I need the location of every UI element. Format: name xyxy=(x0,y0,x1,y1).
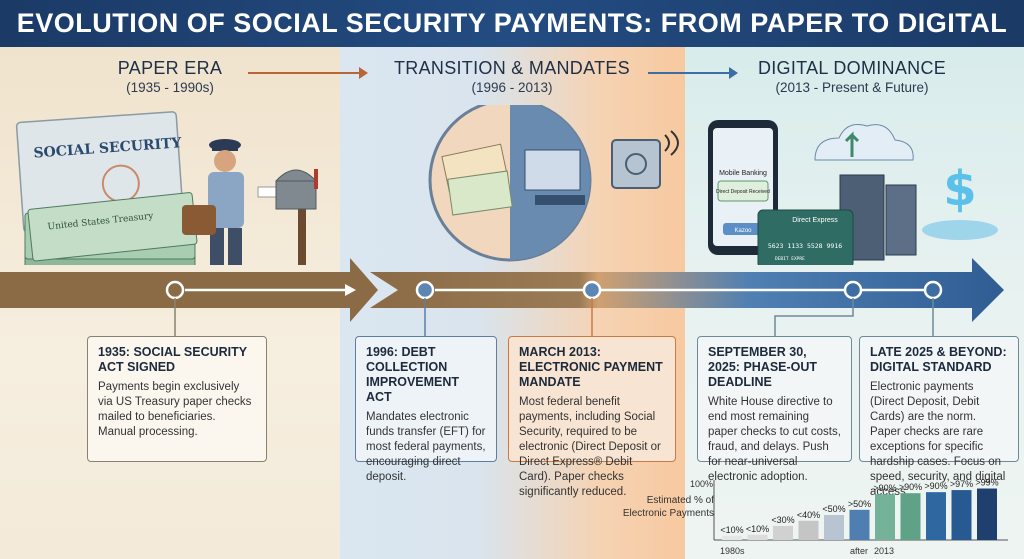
milestone-body: Payments begin exclusively via US Treasu… xyxy=(98,381,252,438)
milestone-card-2025: SEPTEMBER 30, 2025: PHASE-OUT DEADLINE W… xyxy=(697,336,852,483)
milestone-dot-2013 xyxy=(582,280,602,300)
safe-illustration xyxy=(611,130,679,189)
mailbox-illustration xyxy=(275,169,318,265)
cloud-server-illustration xyxy=(814,124,917,261)
social-security-card-illustration: SOCIAL SECURITY xyxy=(15,111,185,233)
chart-bar xyxy=(900,493,921,540)
digital-dollar-icon: $ xyxy=(922,161,998,240)
chart-bar-label: >97% xyxy=(950,479,973,489)
phone-title: Mobile Banking xyxy=(719,170,767,177)
chart-bar-label: <10% xyxy=(746,524,769,534)
milestone-body: Most federal benefit payments, including… xyxy=(519,396,661,498)
debit-brand: Direct Express xyxy=(792,217,838,224)
milestone-dot-1996 xyxy=(415,280,435,300)
chart-bar xyxy=(773,525,793,540)
phone-button: Kazoo xyxy=(734,228,752,234)
chart-bar-label: <50% xyxy=(822,504,845,514)
milestone-dot-beyond xyxy=(923,280,943,300)
electronic-payments-chart: <10%<10%<30%<40%<50%>50%>90%>90%>90%>97%… xyxy=(713,478,1008,556)
chart-bar xyxy=(798,520,819,540)
check-stack-illustration: United States Treasury xyxy=(24,192,198,265)
milestone-heading: LATE 2025 & BEYOND: DIGITAL STANDARD xyxy=(870,345,1007,374)
x-tick-label: after xyxy=(850,546,868,556)
chart-bar xyxy=(849,509,870,540)
era-title-transition: TRANSITION & MANDATES xyxy=(394,58,630,78)
chart-bar-label: <10% xyxy=(720,525,743,535)
era-title-paper: PAPER ERA xyxy=(117,58,223,78)
era-title-digital: DIGITAL DOMINANCE xyxy=(757,58,947,78)
chart-bar xyxy=(824,515,844,540)
mail-carrier-illustration xyxy=(182,139,277,265)
timeline-arrow xyxy=(0,258,1004,322)
milestone-connectors xyxy=(174,298,934,336)
era-range-paper: (1935 - 1990s) xyxy=(126,80,214,95)
chart-bar-label: >90% xyxy=(899,482,922,492)
phone-status: Direct Deposit Received xyxy=(716,189,770,195)
milestone-card-1996: 1996: DEBT COLLECTION IMPROVEMENT ACT Ma… xyxy=(355,336,497,483)
chart-bar-label: >90% xyxy=(924,481,947,491)
debit-name: DEBIT EXPRE xyxy=(775,256,805,262)
debit-card-illustration: Direct Express 5623 1133 5528 9916 DEBIT… xyxy=(757,209,854,265)
milestone-card-1935: 1935: SOCIAL SECURITY ACT SIGNED Payment… xyxy=(87,336,267,462)
chart-bar xyxy=(926,492,946,540)
era-arrow-2 xyxy=(648,67,738,79)
era-range-digital: (2013 - Present & Future) xyxy=(775,80,929,95)
chart-bar xyxy=(951,490,972,540)
paper-to-computer-circle-illustration xyxy=(428,105,592,262)
milestone-heading: SEPTEMBER 30, 2025: PHASE-OUT DEADLINE xyxy=(708,345,818,389)
page-title: EVOLUTION OF SOCIAL SECURITY PAYMENTS: F… xyxy=(0,0,1024,47)
era-arrow-1 xyxy=(248,67,368,79)
milestone-body: White House directive to end most remain… xyxy=(708,396,841,483)
chart-bar-label: <40% xyxy=(797,510,820,520)
milestone-heading: 1935: SOCIAL SECURITY ACT SIGNED xyxy=(98,345,247,374)
era-range-transition: (1996 - 2013) xyxy=(471,80,553,95)
chart-bar xyxy=(977,488,997,540)
milestone-body: Electronic payments (Direct Deposit, Deb… xyxy=(870,381,1006,498)
chart-bar xyxy=(875,494,895,540)
milestone-heading: MARCH 2013: ELECTRONIC PAYMENT MANDATE xyxy=(519,345,663,389)
chart-ylabel: 100% xyxy=(690,479,714,489)
milestone-dot-1935 xyxy=(165,280,185,300)
milestone-card-beyond: LATE 2025 & BEYOND: DIGITAL STANDARD Ele… xyxy=(859,336,1019,498)
chart-bar xyxy=(747,534,768,540)
milestone-body: Mandates electronic funds transfer (EFT)… xyxy=(366,411,486,483)
x-tick-label: 2013 xyxy=(874,546,894,556)
era-illustrations: SOCIAL SECURITY United States Treasury xyxy=(15,105,998,265)
svg-text:$: $ xyxy=(943,161,976,217)
milestone-card-2013: MARCH 2013: ELECTRONIC PAYMENT MANDATE M… xyxy=(508,336,676,498)
chart-title: Estimated % of Electronic Payments xyxy=(622,495,714,519)
chart-bar-label: >90% xyxy=(873,483,896,493)
x-tick-label: 1980s xyxy=(720,546,745,556)
chart-bar-label: >99% xyxy=(975,478,998,488)
debit-number: 5623 1133 5528 9916 xyxy=(768,242,842,250)
chart-bar xyxy=(722,535,742,540)
chart-bar-label: <30% xyxy=(771,515,794,525)
milestone-heading: 1996: DEBT COLLECTION IMPROVEMENT ACT xyxy=(366,345,460,404)
milestone-dot-2025 xyxy=(843,280,863,300)
chart-bar-label: >50% xyxy=(848,499,871,509)
